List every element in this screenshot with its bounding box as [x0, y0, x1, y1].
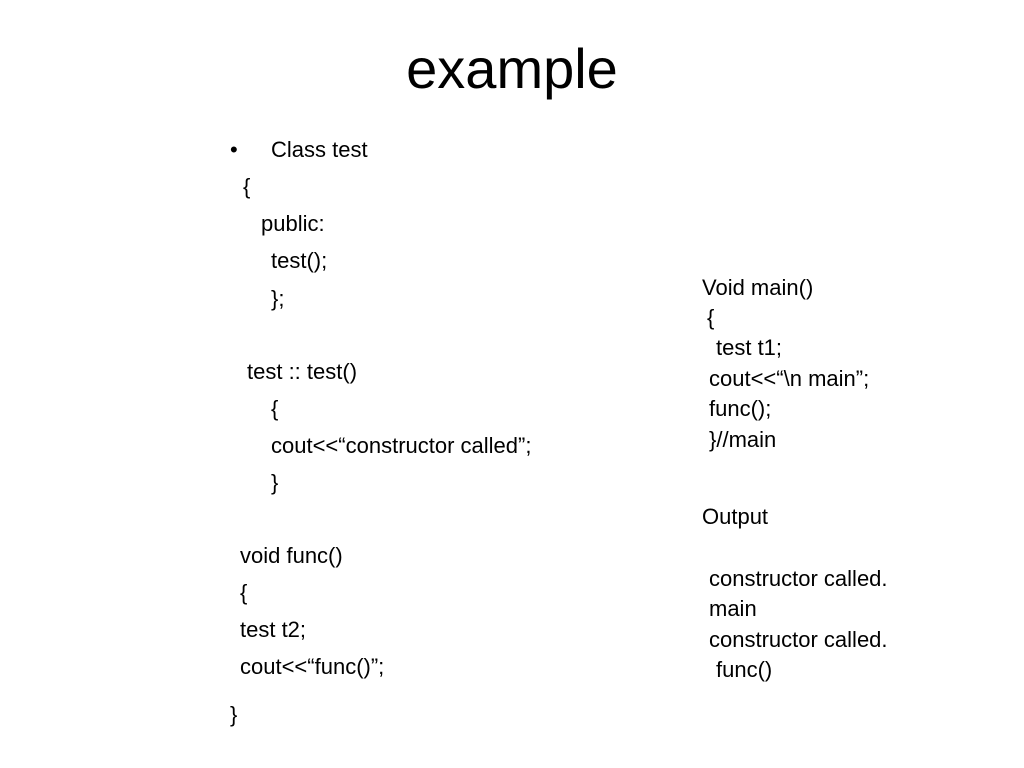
code-line: cout<<“constructor called”; [271, 433, 532, 458]
bullet-marker: • [230, 137, 238, 162]
output-line: main [709, 596, 757, 621]
output-line: constructor called. [709, 627, 888, 652]
code-line: test(); [271, 248, 328, 273]
code-line: public: [261, 211, 325, 236]
code-line: { [240, 580, 248, 605]
code-line: Void main() [702, 275, 814, 300]
code-line: test t2; [240, 617, 307, 642]
code-line: { [243, 174, 251, 199]
code-line: cout<<“\n main”; [709, 366, 870, 391]
code-line: { [707, 305, 715, 330]
output-heading: Output [702, 504, 769, 529]
code-line: { [271, 396, 279, 421]
output-line: constructor called. [709, 566, 888, 591]
code-line: Class test [271, 137, 368, 162]
code-line: test :: test() [247, 359, 358, 384]
code-line: void func() [240, 543, 343, 568]
slide-title: example [406, 37, 618, 100]
code-line: func(); [709, 396, 772, 421]
code-line: } [230, 702, 238, 727]
code-line: }; [271, 286, 285, 311]
code-line: test t1; [716, 335, 783, 360]
code-line: }//main [709, 427, 777, 452]
code-line: } [271, 470, 279, 495]
code-line: cout<<“func()”; [240, 654, 385, 679]
output-line: func() [716, 657, 773, 682]
